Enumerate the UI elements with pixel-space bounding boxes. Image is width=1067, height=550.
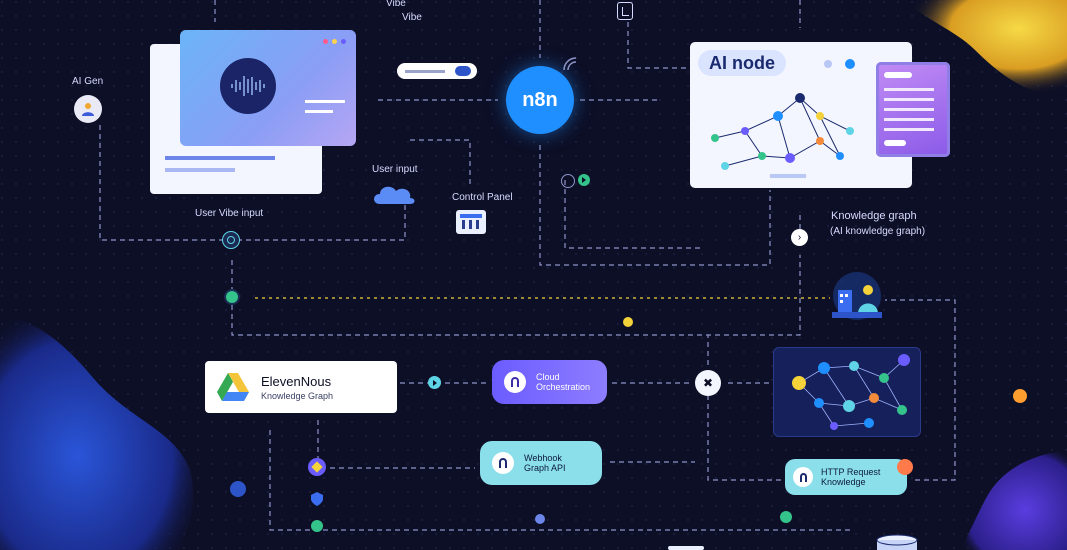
- orbit-icon[interactable]: [222, 231, 240, 249]
- webhook-node[interactable]: Webhook Graph API: [480, 441, 602, 485]
- blue-blob: [0, 315, 194, 550]
- chat-panel[interactable]: [876, 62, 950, 157]
- info-icon[interactable]: ›: [791, 229, 808, 246]
- webhook-subtitle: Graph API: [524, 463, 566, 473]
- top-vibe-label: Vibe: [386, 0, 406, 9]
- cloud-orch-title: Cloud: [536, 372, 560, 382]
- cloud-orchestration-node[interactable]: Cloud Orchestration: [492, 360, 607, 404]
- blue-dot: [230, 481, 246, 497]
- elevennous-title: ElevenNous: [261, 373, 332, 389]
- bottom-bar: [668, 546, 704, 550]
- ai-gen-label: AI Gen: [72, 76, 104, 87]
- user-icon[interactable]: [74, 95, 102, 123]
- knowledge-graph-sublabel: (AI knowledge graph): [830, 226, 926, 237]
- green-node: [311, 520, 323, 532]
- bottom-node: [780, 511, 792, 523]
- alert-icon[interactable]: [897, 459, 913, 475]
- document-icon[interactable]: [617, 2, 633, 20]
- purple-blob: [962, 450, 1067, 550]
- ai-node-card[interactable]: AI node: [690, 42, 912, 188]
- shield-icon: [793, 467, 813, 487]
- ai-node-title: AI node: [709, 52, 775, 73]
- shield-icon: [311, 492, 323, 506]
- connector-lines: [99, 0, 956, 531]
- user-input-label: User input: [372, 164, 418, 175]
- google-drive-icon: [217, 373, 249, 401]
- control-panel-label: Control Panel: [452, 192, 513, 203]
- cloud-orch-subtitle: Orchestration: [536, 382, 591, 392]
- shield-icon: [492, 452, 514, 474]
- top-vibe-sublabel: Vibe: [402, 12, 422, 23]
- webhook-title: Webhook: [524, 453, 562, 463]
- shield-icon: [504, 371, 526, 393]
- http-title: HTTP Request: [821, 467, 881, 477]
- server-icon[interactable]: [456, 210, 486, 234]
- database-icon[interactable]: [875, 534, 919, 550]
- cloud-icon[interactable]: [370, 182, 416, 206]
- badge-icon[interactable]: [308, 458, 326, 476]
- knowledge-graph-label: Knowledge graph: [831, 210, 917, 222]
- elevennous-subtitle: Knowledge Graph: [261, 390, 334, 401]
- yellow-blob: [905, 0, 1067, 96]
- http-request-node[interactable]: HTTP Request Knowledge: [785, 459, 907, 495]
- user-vibe-input-label: User Vibe input: [195, 208, 264, 219]
- voice-panel[interactable]: [180, 30, 356, 146]
- toggle-icon[interactable]: [397, 63, 477, 79]
- signal-icon: [563, 57, 577, 71]
- n8n-node[interactable]: n8n: [506, 66, 574, 134]
- elevennous-card[interactable]: ElevenNous Knowledge Graph: [205, 361, 397, 413]
- network-icon: [711, 93, 854, 178]
- yellow-dot: [623, 317, 633, 327]
- orange-dot: [1013, 389, 1027, 403]
- status-node[interactable]: [224, 289, 240, 305]
- merge-node[interactable]: ✖: [695, 370, 721, 396]
- play-icon[interactable]: [578, 174, 590, 186]
- mid-node: [535, 514, 545, 524]
- dot-node: [561, 174, 575, 188]
- waveform-icon: [220, 58, 276, 114]
- play-icon[interactable]: [428, 376, 441, 389]
- n8n-label: n8n: [522, 88, 558, 111]
- graph-panel[interactable]: [773, 347, 921, 437]
- analyst-icon[interactable]: [830, 270, 884, 322]
- http-subtitle: Knowledge: [821, 477, 866, 487]
